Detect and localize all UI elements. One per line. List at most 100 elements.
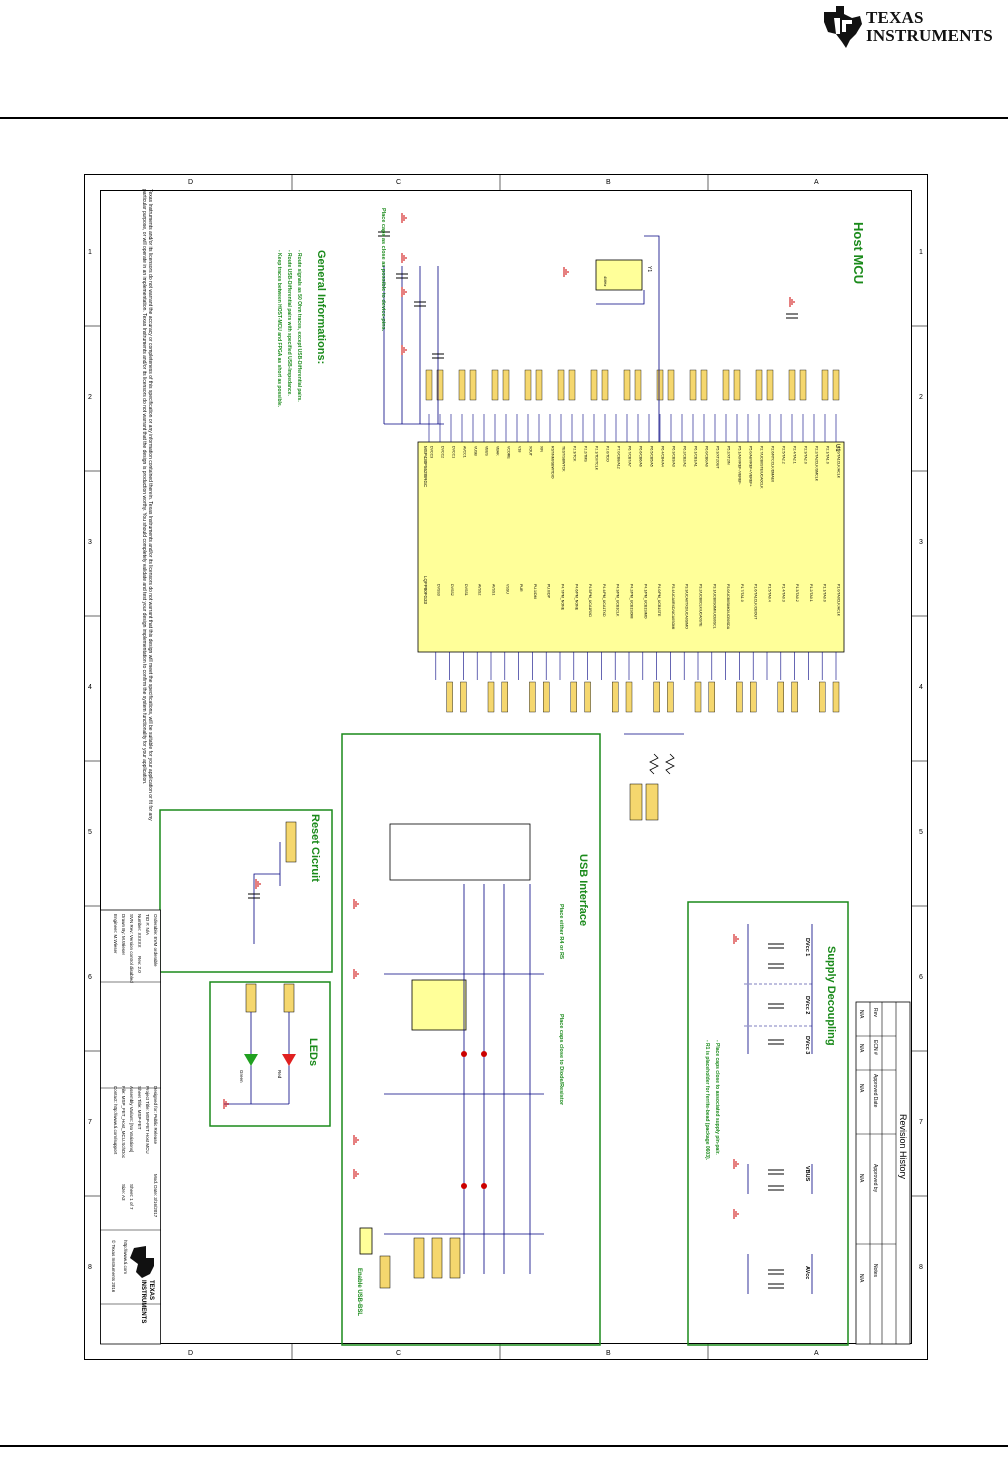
title-block-logo-text: TEXAS (148, 1280, 154, 1300)
title-field: © Texas Instruments 2016 (111, 1240, 117, 1293)
mcu-pin-label: PJ.0/TDO (606, 446, 610, 462)
led-red-icon (282, 1054, 296, 1066)
revision-cell: N/A (858, 1044, 864, 1053)
zone-letter: D (188, 179, 193, 186)
net-tag (458, 369, 466, 401)
mcu-pin-label: DVSS3 (436, 584, 440, 596)
mcu-pin-label: P5.3/XT2OUT (716, 446, 720, 469)
crystal-ref: Y1 (646, 266, 652, 272)
net-tag (656, 369, 664, 401)
usb-connector-j1 (389, 823, 531, 881)
net-tag (285, 821, 297, 863)
mcu-pin-label: P2.5/TA2.2 (782, 446, 786, 464)
revision-header: ECN # (872, 1040, 878, 1055)
logo-text-instruments: INSTRUMENTS (866, 26, 993, 45)
title-field: Project Title: MSP-FET Host MCU (145, 1086, 150, 1154)
net-tag (612, 681, 619, 713)
supply-dividers (744, 983, 814, 1027)
net-tag (535, 369, 543, 401)
mcu-pin-label: XIN (540, 446, 544, 452)
net-tag (487, 681, 495, 713)
mcu-pin-label: DVCC2 (441, 446, 445, 458)
title-field: Mod. Date: 3/16/2017 (153, 1174, 158, 1218)
mcu-pin-label: P1.2/TA0.1 (809, 584, 813, 602)
disclaimer-text: Texas Instruments and/or its licensors d… (141, 189, 153, 821)
net-tag (722, 369, 730, 401)
title-field: Designed for: Public Release (153, 1086, 158, 1145)
revision-cell: N/A (858, 1010, 864, 1019)
resistors-r2-r3 (624, 733, 684, 775)
reset-circuit-box (159, 809, 333, 973)
mcu-pin-label: AVSS1 (492, 584, 496, 595)
crystal-wires (596, 235, 660, 442)
reset-cap (248, 893, 260, 899)
title-field: TID #: N/A (145, 914, 150, 935)
mcu-pin-label: P4.5/PM_UCA1RXD (588, 584, 592, 617)
supply-group-label: DVcc 3 (804, 1036, 810, 1054)
title-block-text: Orderable: EVM orderable TID #: N/A Numb… (111, 914, 158, 1293)
net-tag (653, 681, 660, 713)
net-tag (791, 681, 798, 713)
net-tag (425, 369, 433, 401)
title-field: Sheet Title: MSP-FET (137, 1086, 142, 1130)
revision-cell: N/A (858, 1084, 864, 1093)
mcu-pin-label: P4.7/PM_NONE (561, 584, 565, 611)
zone-number: 8 (919, 1264, 923, 1271)
caps-note: Place caps as close as possible to devic… (380, 208, 386, 332)
mcu-pin-label: AVCC1 (463, 446, 467, 458)
mcu-pin-label: P4.6/PM_NONE (574, 584, 578, 611)
bsl-jumper-j2 (359, 1227, 373, 1255)
mcu-pin-label: P4.0/PM_UCB1STE (657, 584, 661, 617)
net-tag (667, 681, 674, 713)
zone-number: 3 (919, 539, 923, 546)
general-note: - Keep traces between HOST-MCU and FPGA … (276, 250, 282, 408)
mcu-pin-label: P3.2/UCB0CLK/UCA0STE (699, 584, 703, 627)
mcu-left-net-tags (425, 369, 840, 401)
net-tag (625, 681, 633, 713)
supply-caps (768, 943, 784, 1289)
mcu-pin-label: P6.1/CB1/A1 (694, 446, 698, 467)
leds-box (209, 981, 331, 1127)
mcu-pin-label: V18 (518, 446, 522, 452)
zone-number: 6 (919, 974, 923, 981)
net-tag (667, 369, 675, 401)
zone-number: 7 (88, 1119, 92, 1126)
usb-note: Place either R4 or R5 (558, 904, 564, 959)
mcu-pin-label: P4.1/PM_UCB1SIMO (643, 584, 647, 619)
mcu-chip (417, 441, 845, 653)
net-tag (501, 681, 508, 713)
net-tag (689, 369, 697, 401)
revision-header: Notes (872, 1264, 878, 1278)
title-field: Size: A3 (121, 1184, 126, 1201)
mcu-pin-label: P3.0/UCB0SIMO/UCB0SDA (726, 584, 730, 630)
net-tag (799, 369, 807, 401)
revision-header: Approved by (872, 1164, 878, 1193)
supply-decoupling-box (687, 901, 849, 1346)
net-tag (708, 681, 715, 713)
mcu-pin-label: P6.4/CB4/A4 (661, 446, 665, 467)
mcu-pin-label: VUSB (474, 446, 478, 456)
net-tag (766, 369, 774, 401)
zone-letters-top: D C B A D C B A (188, 179, 819, 1357)
mcu-pin-label: P6.7/CB7/A7 (628, 446, 632, 467)
mcu-pin-label: P1.5/TA0.4 (768, 584, 772, 602)
supply-wires (747, 924, 813, 1294)
net-tag (524, 369, 532, 401)
zone-number: 1 (88, 249, 92, 256)
title-block (100, 909, 161, 1345)
mcu-pin-label: AVSS2 (478, 584, 482, 595)
header-rule (0, 117, 1008, 119)
mcu-pin-label: P6.5/CB5/A5 (650, 446, 654, 467)
mcu-pin-label: DVCC1 (452, 446, 456, 458)
crystal-value: 4MHz (603, 276, 608, 286)
mcu-pin-label: P1.3/TA0.2 (795, 584, 799, 602)
net-tag (449, 1237, 461, 1279)
mcu-pin-label: P7.0/CB8/A12 (617, 446, 621, 469)
cap-symbols (378, 231, 444, 359)
net-tag (245, 983, 257, 1013)
zone-number: 3 (88, 539, 92, 546)
revision-table (855, 1001, 911, 1345)
title-field: Rev: 2.0 (137, 956, 142, 973)
revision-cell: N/A (858, 1274, 864, 1283)
zone-letter: C (396, 179, 401, 186)
